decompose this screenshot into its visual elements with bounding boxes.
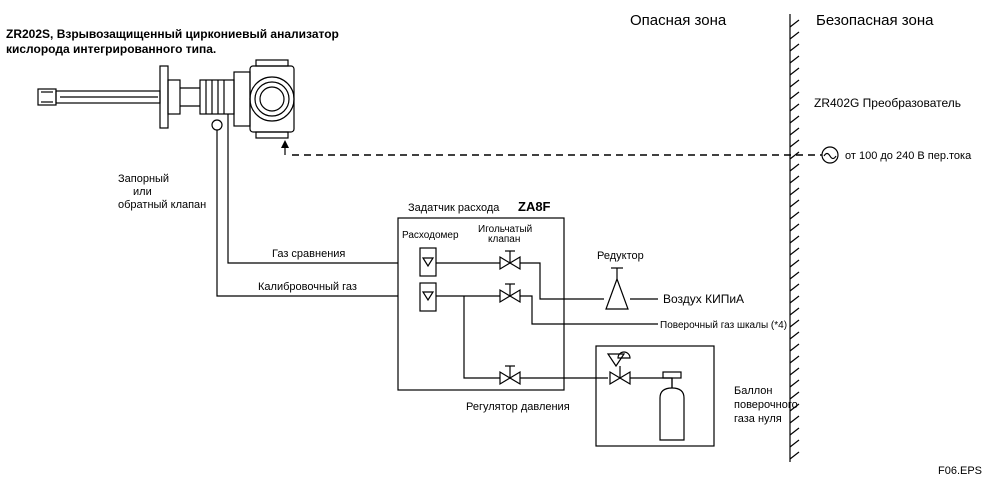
wall-hatch-line <box>789 307 800 316</box>
reference-gas-pipe <box>227 114 398 264</box>
title-line-1: ZR202S, Взрывозащищенный циркониевый ана… <box>6 27 339 41</box>
wall-hatch-line <box>789 367 800 376</box>
wall-hatch-line <box>789 331 800 340</box>
power-label: от 100 до 240 В пер.тока <box>845 150 972 162</box>
wall-hatch-line <box>789 427 800 436</box>
calibration-gas-pipe <box>216 130 398 297</box>
needle-valve-label-2: клапан <box>488 234 520 245</box>
valve-label-line-1: Запорный <box>118 173 169 185</box>
wall-hatch-line <box>789 139 800 148</box>
wall-hatch-line <box>789 271 800 280</box>
wall-hatch-line <box>789 55 800 64</box>
cylinder-label-2: поверочного <box>734 399 798 411</box>
wall-hatch-line <box>789 31 800 40</box>
wall-hatch-line <box>789 379 800 388</box>
wall-hatch-line <box>789 391 800 400</box>
needle-valve-reference <box>499 250 521 271</box>
cylinder-pipe <box>630 377 673 388</box>
span-gas-label: Поверочный газ шкалы (*4) <box>660 320 787 331</box>
needle-valve-zero-gas <box>499 365 521 386</box>
reducer <box>605 267 629 310</box>
wall-hatch-line <box>789 187 800 196</box>
pressure-regulator-label: Регулятор давления <box>466 401 570 413</box>
zero-gas-cylinder <box>659 371 685 441</box>
wall-hatch-line <box>789 127 800 136</box>
flowmeter-calibration <box>419 282 437 312</box>
converter-label: ZR402G Преобразователь <box>814 96 961 110</box>
signal-arrow <box>281 140 289 155</box>
cylinder-label-1: Баллон <box>734 385 773 397</box>
valve-label-line-2: или <box>133 186 152 198</box>
zero-gas-valve <box>606 351 631 386</box>
flow-setter-label: Задатчик расхода <box>408 202 500 214</box>
needle-valve-calibration <box>499 283 521 304</box>
safe-zone-label: Безопасная зона <box>816 12 934 29</box>
ref-gas-label: Газ сравнения <box>272 248 345 260</box>
analyzer-head <box>233 59 295 139</box>
wall-hatch-line <box>789 115 800 124</box>
flowmeter-label: Расходомер <box>402 230 459 241</box>
reducer-label: Редуктор <box>597 250 644 262</box>
wall-hatch-line <box>789 151 800 160</box>
span-gas-pipe <box>520 295 658 325</box>
valve-label-line-3: обратный клапан <box>118 199 206 211</box>
needle-valve-label-1: Игольчатый <box>478 224 532 235</box>
instrument-air-label: Воздух КИПиА <box>663 292 744 306</box>
cylinder-label-3: газа нуля <box>734 413 782 425</box>
wall-hatch-line <box>789 175 800 184</box>
wall-hatch-line <box>789 295 800 304</box>
wall-hatch-line <box>789 223 800 232</box>
cal-gas-label: Калибровочный газ <box>258 281 357 293</box>
wall-hatch-line <box>789 319 800 328</box>
title-line-2: кислорода интегрированного типа. <box>6 42 216 56</box>
wall-hatch-line <box>789 211 800 220</box>
wall-hatch-line <box>789 19 800 28</box>
wall-hatch-line <box>789 415 800 424</box>
wall-hatch-line <box>789 403 800 412</box>
wall-hatch-line <box>789 43 800 52</box>
wall-hatch-line <box>789 103 800 112</box>
wall-hatch-line <box>789 235 800 244</box>
wall-hatch-line <box>789 343 800 352</box>
wall-hatch-line <box>789 199 800 208</box>
zone-boundary-wall <box>789 14 800 462</box>
hazardous-zone-label: Опасная зона <box>630 12 727 29</box>
wall-hatch-line <box>789 67 800 76</box>
zero-gas-cylinder-box <box>595 345 715 447</box>
wall-hatch-line <box>789 283 800 292</box>
wall-hatch-line <box>789 91 800 100</box>
ac-power-icon <box>821 146 839 164</box>
wall-hatch-line <box>789 259 800 268</box>
flow-setter-model: ZA8F <box>518 199 551 214</box>
wall-hatch-line <box>789 247 800 256</box>
wall-hatch-line <box>789 439 800 448</box>
instrument-air-pipe <box>520 262 604 300</box>
wall-hatch-line <box>789 355 800 364</box>
wall-hatch-line <box>789 163 800 172</box>
wall-hatch-line <box>789 79 800 88</box>
analyzer-probe <box>37 65 235 131</box>
flow-setter-box <box>397 217 565 391</box>
zero-gas-internal-pipe <box>463 296 500 379</box>
figure-id: F06.EPS <box>938 465 982 477</box>
wall-hatch-line <box>789 451 800 460</box>
flowmeter-reference <box>419 247 437 277</box>
